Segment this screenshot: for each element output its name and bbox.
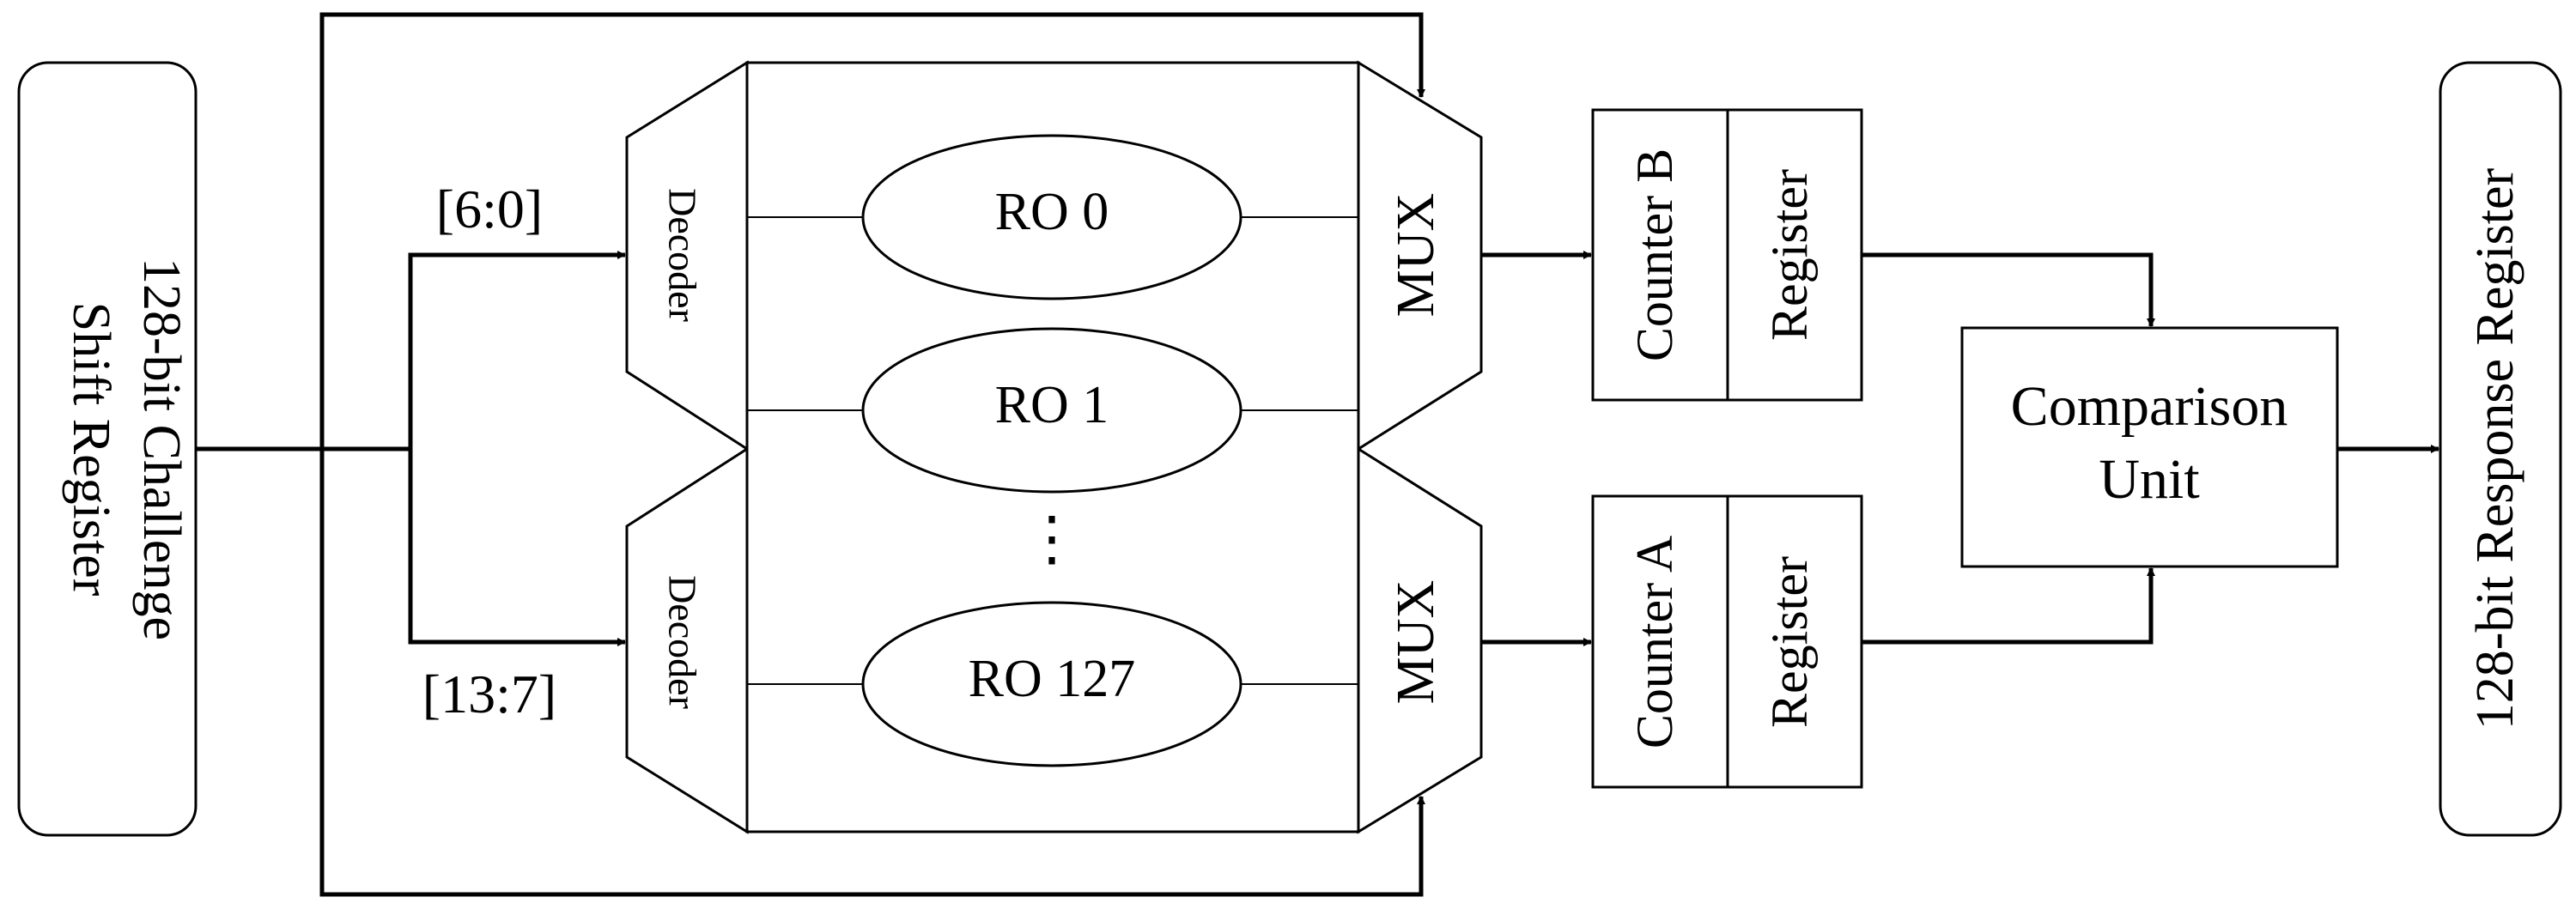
ring-oscillator-127: RO 127 [861,601,1242,767]
wires [196,12,2439,897]
mux-top [1357,60,1483,451]
mux-top-label: MUX [1387,193,1445,318]
counter-b-label: Counter B [1626,148,1683,361]
response-register: 128-bit Response Register [2439,61,2562,837]
comparison-unit-line2: Unit [2099,448,2199,511]
ro127-label: RO 127 [969,650,1136,708]
counter-a-register-label: Register [1761,556,1818,728]
mux-bottom [1357,446,1483,834]
ring-oscillator-0: RO 0 [861,134,1242,300]
counter-b-block: Counter B Register [1591,108,1863,402]
decoder-top-label: Decoder [660,188,704,322]
comparison-unit-line1: Comparison [2011,375,2288,438]
ro1-label: RO 1 [995,376,1109,434]
ro-ellipsis: ⋮ [1022,506,1082,573]
bus-label-upper: [6:0] [436,179,543,239]
challenge-register-label-line1: 128-bit Challenge [132,258,191,640]
counter-a-label: Counter A [1626,536,1683,748]
bus-label-lower: [13:7] [422,664,556,724]
decoder-bottom-label: Decoder [660,575,704,709]
challenge-register-label-line2: Shift Register [62,302,120,597]
ring-oscillator-1: RO 1 [861,327,1242,494]
mux-bottom-label: MUX [1387,580,1445,705]
ro0-label: RO 0 [995,183,1109,241]
counter-a-block: Counter A Register [1591,494,1863,789]
counter-b-register-label: Register [1761,169,1818,341]
response-register-label: 128-bit Response Register [2466,167,2524,730]
ring-oscillator-array: Decoder Decoder MUX MUX RO 0 RO 1 ⋮ RO 1… [625,60,1483,834]
challenge-shift-register: 128-bit Challenge Shift Register [17,61,197,837]
comparison-unit: Comparison Unit [1960,326,2339,568]
decoder-bottom [625,446,749,834]
